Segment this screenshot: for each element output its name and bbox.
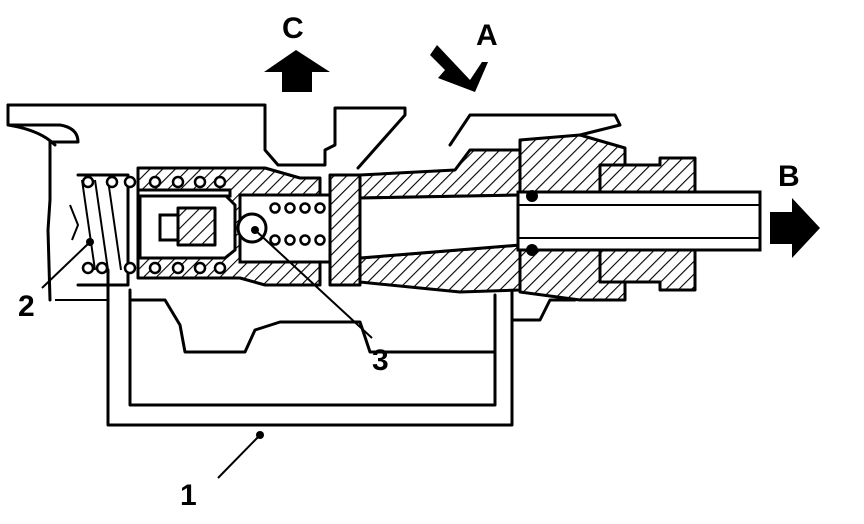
arrow-down-left-icon (430, 45, 488, 92)
label-c: C (282, 12, 304, 45)
label-three: 3 (372, 344, 389, 377)
label-one: 1 (180, 479, 197, 512)
housing-top (6, 103, 622, 302)
center-wall (328, 173, 362, 287)
piston-body (136, 166, 332, 287)
label-two: 2 (18, 290, 35, 323)
label-b: B (778, 160, 800, 193)
leader-lines (41, 226, 373, 479)
left-spring-housing (69, 173, 130, 287)
arrow-up-icon (264, 50, 330, 92)
inner-spring-coils (269, 202, 326, 246)
spring-coils-top (81, 175, 227, 189)
arrow-right-icon (770, 198, 820, 258)
tank-body (55, 268, 577, 427)
right-fitting (516, 133, 762, 302)
spring-coils-bottom (81, 261, 227, 275)
venturi-body (358, 148, 522, 294)
label-a: A (476, 19, 498, 52)
